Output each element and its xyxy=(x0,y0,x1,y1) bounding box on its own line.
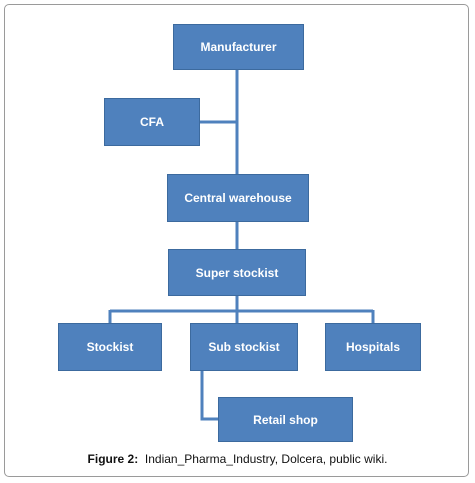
node-retail-shop: Retail shop xyxy=(218,397,353,442)
node-hospitals: Hospitals xyxy=(325,323,421,371)
caption-label: Figure 2: xyxy=(87,452,139,466)
node-super-stockist: Super stockist xyxy=(168,249,306,296)
figure-caption: Figure 2: Indian_Pharma_Industry, Dolcer… xyxy=(0,452,475,466)
node-central-warehouse: Central warehouse xyxy=(167,174,309,222)
caption-text: Indian_Pharma_Industry, Dolcera, public … xyxy=(144,452,388,466)
node-cfa: CFA xyxy=(104,98,200,146)
connector-substockist-retail xyxy=(200,371,218,421)
node-sub-stockist: Sub stockist xyxy=(190,323,298,371)
node-manufacturer: Manufacturer xyxy=(173,24,304,70)
node-stockist: Stockist xyxy=(58,323,162,371)
